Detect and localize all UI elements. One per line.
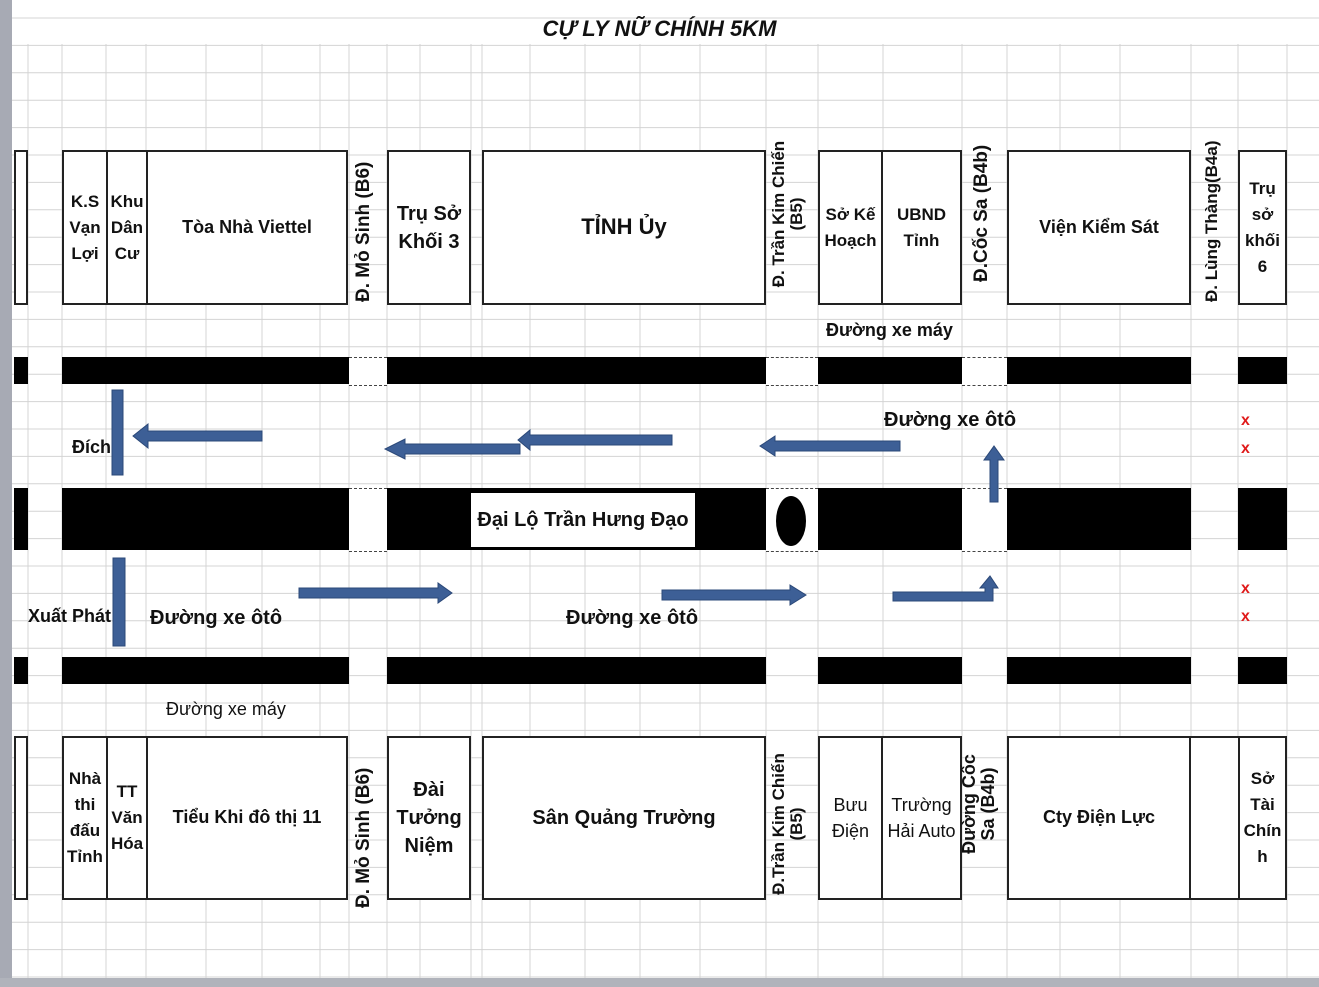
main-road-edge <box>14 488 28 550</box>
dai-tuong-niem-building: Đài Tưởng Niệm <box>387 736 471 900</box>
x-mark-4: x <box>1241 608 1250 625</box>
ks-van-loi-building: K.S Vạn Lợi <box>62 150 108 305</box>
arrow-up-turn <box>983 445 1005 503</box>
main-road-c <box>818 488 962 550</box>
road-strip-3-d <box>1007 657 1191 684</box>
window-bottom-edge <box>0 978 1319 987</box>
car-lane-label-lower-mid: Đường xe ôtô <box>566 607 699 629</box>
tru-so-khoi-6-building: Trụ sở khối 6 <box>1238 150 1287 305</box>
start-line-bar <box>112 557 126 647</box>
buu-dien-building: Bưu Điện <box>818 736 883 900</box>
car-lane-label-lower-left: Đường xe ôtô <box>150 607 283 629</box>
edge-block-left-top <box>14 150 28 305</box>
bottom-empty-block <box>1189 736 1240 900</box>
motorbike-lane-label-bottom: Đường xe máy <box>166 699 286 719</box>
motorbike-lane-label-top: Đường xe máy <box>826 320 953 340</box>
so-tai-chinh-building: Sở Tài Chín h <box>1238 736 1287 900</box>
arrow-left-finish <box>132 422 263 450</box>
finish-label: Đích <box>72 437 112 457</box>
main-road-e <box>1238 488 1287 550</box>
road-strip-1-e <box>1238 357 1287 384</box>
road-strip-3-a <box>62 657 349 684</box>
road-strip-3-b <box>387 657 766 684</box>
main-road-d <box>1007 488 1191 550</box>
ubnd-tinh-building: UBND Tỉnh <box>881 150 962 305</box>
page-title: CỰ LY NỮ CHÍNH 5KM <box>542 16 777 41</box>
x-mark-1: x <box>1241 412 1250 429</box>
main-road-a <box>62 488 349 550</box>
road-strip-3-e <box>1238 657 1287 684</box>
arrow-left-2 <box>383 438 521 460</box>
arrow-left-3 <box>517 428 673 452</box>
main-avenue-label: Đại Lộ Trần Hưng Đạo <box>471 493 695 547</box>
road-strip-1-b <box>387 357 766 384</box>
road-strip-1-d <box>1007 357 1191 384</box>
toa-nha-viettel-building: Tòa Nhà Viettel <box>146 150 348 305</box>
road-strip-1-a <box>62 357 349 384</box>
edge-block-left-bottom <box>14 736 28 900</box>
finish-line-bar <box>111 389 124 476</box>
crossing-1-b <box>766 357 818 386</box>
crossing-1-c <box>962 357 1007 386</box>
arrow-left-4 <box>759 435 901 457</box>
x-mark-3: x <box>1241 580 1250 597</box>
vien-kiem-sat-building: Viện Kiểm Sát <box>1007 150 1191 305</box>
crossing-main-a <box>349 488 387 552</box>
crossing-1-a <box>349 357 387 386</box>
crossing-main-c <box>962 488 1007 552</box>
tinh-uy-building: TỈNH Ủy <box>482 150 766 305</box>
tt-van-hoa-building: TT Văn Hóa <box>106 736 148 900</box>
tru-so-khoi-3-building: Trụ Sở Khối 3 <box>387 150 471 305</box>
road-strip-3-edge <box>14 657 28 684</box>
arrow-right-up-turn <box>892 575 999 602</box>
san-quang-truong-building: Sân Quảng Trường <box>482 736 766 900</box>
arrow-right-1 <box>298 582 453 604</box>
window-edge <box>0 0 12 987</box>
cty-dien-luc-building: Cty Điện Lực <box>1007 736 1191 900</box>
truong-hai-auto-building: Trường Hải Auto <box>881 736 962 900</box>
tieu-khi-building: Tiểu Khi đô thị 11 <box>146 736 348 900</box>
car-lane-label-upper: Đường xe ôtô <box>884 409 1017 431</box>
roundabout-marker <box>776 496 806 546</box>
arrow-right-2 <box>661 584 807 606</box>
x-mark-2: x <box>1241 440 1250 457</box>
road-strip-1-edge <box>14 357 28 384</box>
start-label: Xuất Phát <box>28 606 112 626</box>
so-ke-hoach-building: Sở Kế Hoạch <box>818 150 883 305</box>
khu-dan-cu-building: Khu Dân Cư <box>106 150 148 305</box>
road-strip-1-c <box>818 357 962 384</box>
road-strip-3-c <box>818 657 962 684</box>
